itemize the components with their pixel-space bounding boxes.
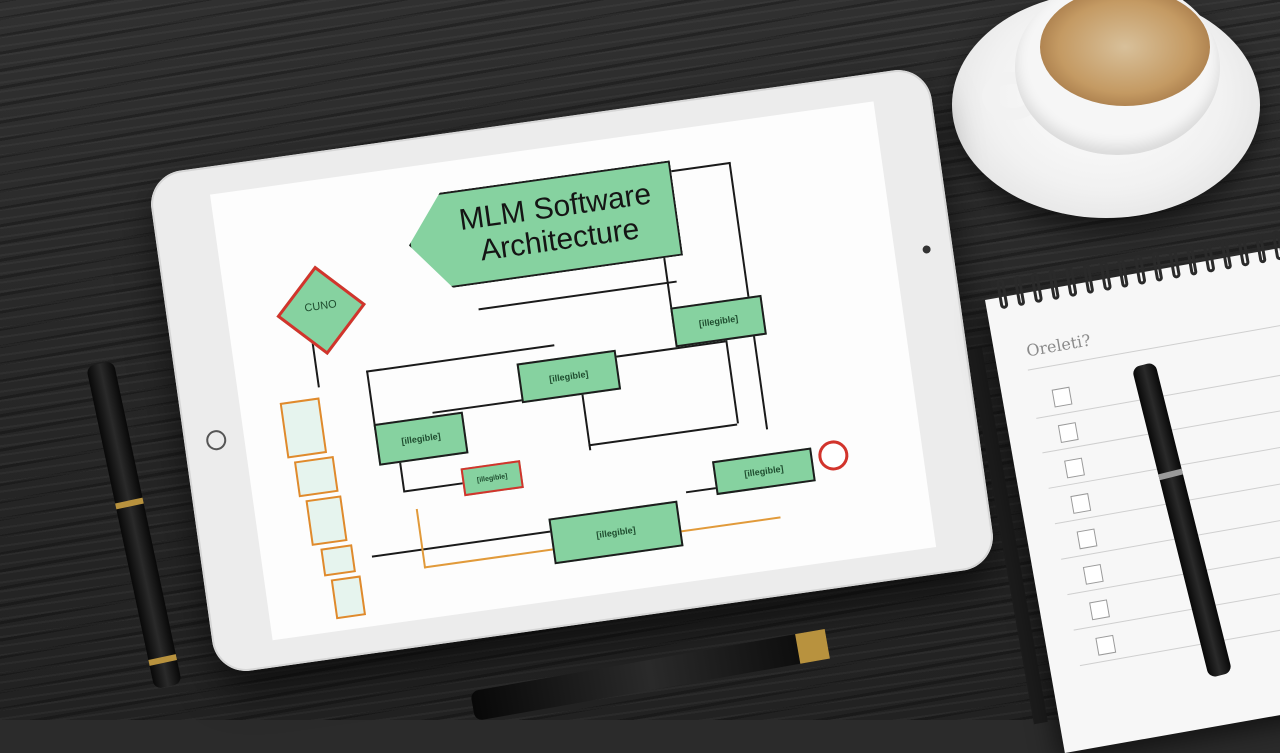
connector (403, 482, 463, 493)
flow-box-center: [illegible] (516, 349, 622, 404)
connector (366, 370, 377, 431)
connector-orange (415, 508, 427, 569)
sketch-box (279, 397, 328, 459)
box-label: [illegible] (400, 430, 442, 447)
checkbox[interactable] (1064, 457, 1085, 479)
flow-box-left: [illegible] (373, 411, 469, 466)
coffee-surface (1040, 0, 1210, 106)
box-label: [illegible] (595, 524, 637, 541)
checkbox[interactable] (1082, 563, 1104, 585)
home-button[interactable] (204, 428, 228, 452)
connector (432, 397, 532, 414)
checkbox[interactable] (1051, 386, 1073, 408)
tablet-screen: MLM Software Architecture CUNO [illegibl… (210, 101, 937, 641)
flow-box-bottom: [illegible] (548, 500, 684, 565)
flow-box-small-red: [illegible] (460, 460, 524, 497)
box-label: [illegible] (743, 463, 785, 479)
checkbox[interactable] (1070, 493, 1092, 514)
sketch-box (330, 575, 367, 620)
flow-box-top-right: [illegible] (670, 294, 767, 348)
connector (616, 340, 726, 358)
status-badge-icon (816, 438, 851, 473)
connector (588, 423, 738, 447)
camera-icon (922, 244, 932, 254)
connector (478, 280, 677, 311)
box-label: [illegible] (548, 368, 590, 385)
notepad-header: Oreleti? (1024, 330, 1093, 361)
sketch-box (320, 544, 356, 577)
sketch-box (305, 495, 348, 546)
sketch-box (293, 456, 339, 498)
checkbox[interactable] (1095, 634, 1117, 656)
connector (671, 161, 731, 173)
flow-box-right-bottom: [illegible] (712, 447, 816, 496)
box-label: [illegible] (698, 313, 739, 329)
checkbox[interactable] (1076, 528, 1098, 550)
box-label: [illegible] (476, 472, 508, 484)
checkbox[interactable] (1057, 422, 1079, 443)
checkbox[interactable] (1089, 599, 1110, 621)
